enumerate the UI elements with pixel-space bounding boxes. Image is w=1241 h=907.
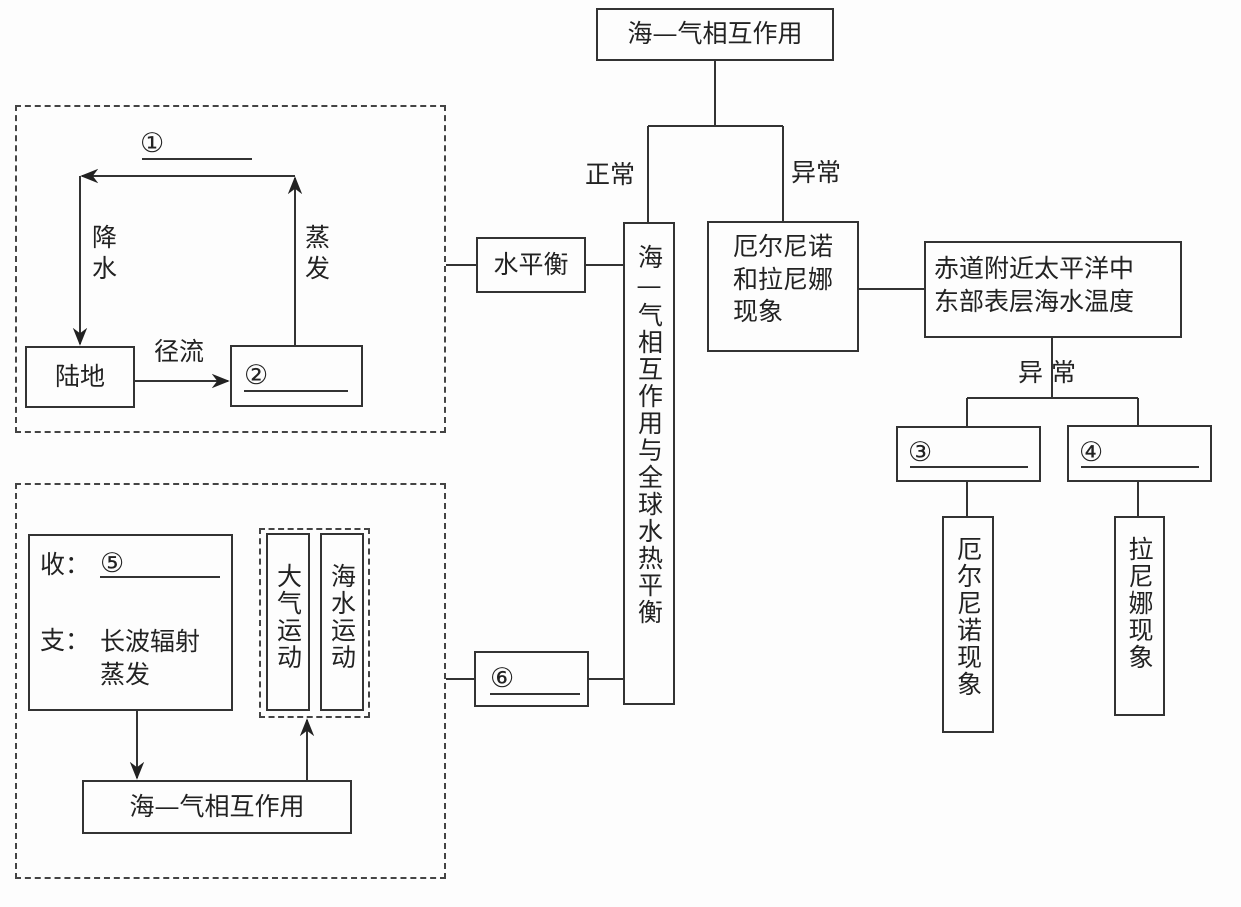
heat-budget-box: 收： ⑤ 支： 长波辐射 蒸发: [28, 534, 233, 711]
atmosphere-motion-box: 大气运动: [266, 533, 310, 711]
enso-box: 厄尔尼诺 和拉尼娜 现象: [707, 221, 859, 352]
water-balance-box: 水平衡: [476, 237, 586, 293]
land-label: 陆地: [54, 361, 105, 391]
land-box: 陆地: [25, 346, 135, 408]
blank-6-number: ⑥: [490, 663, 515, 694]
sst-line-1: 赤道附近太平洋中: [934, 254, 1135, 283]
expense-item-longwave: 长波辐射: [100, 627, 201, 656]
blank-1-number: ①: [140, 128, 165, 159]
evaporation-label: 蒸 发: [305, 222, 330, 285]
bottom-interaction-label: 海—气相互作用: [129, 791, 305, 821]
el-nino-label: 厄尔尼诺现象: [953, 536, 983, 698]
normal-label: 正常: [585, 160, 636, 189]
evaporation-char-1: 蒸: [305, 223, 331, 252]
blank-2-box: ②: [230, 345, 363, 407]
heat-balance-region: [15, 483, 446, 879]
blank-4-box: ④: [1067, 425, 1212, 482]
precipitation-char-1: 降: [92, 223, 118, 252]
blank-4-number: ④: [1079, 437, 1104, 468]
main-balance-box: 海—气相互作用与全球水热平衡: [623, 222, 675, 705]
atmosphere-motion-label: 大气运动: [273, 563, 303, 671]
enso-line-3: 现象: [733, 297, 784, 326]
expense-label: 支：: [40, 626, 91, 655]
enso-line-1: 厄尔尼诺: [733, 232, 834, 261]
income-label: 收：: [40, 550, 91, 579]
blank-3-number: ③: [908, 437, 933, 468]
ocean-motion-box: 海水运动: [320, 533, 364, 711]
sst-box: 赤道附近太平洋中 东部表层海水温度: [924, 241, 1182, 338]
blank-5-line[interactable]: [100, 576, 220, 578]
evaporation-char-2: 发: [305, 254, 331, 284]
water-balance-label: 水平衡: [493, 249, 569, 279]
top-interaction-box: 海—气相互作用: [596, 8, 834, 61]
bottom-interaction-box: 海—气相互作用: [82, 780, 352, 834]
ocean-motion-label: 海水运动: [327, 563, 357, 671]
blank-6-line[interactable]: [490, 693, 580, 695]
la-nina-box: 拉尼娜现象: [1114, 516, 1165, 716]
water-cycle-region: [15, 105, 446, 433]
blank-3-box: ③: [896, 426, 1041, 482]
expense-item-evaporation: 蒸发: [100, 659, 151, 689]
blank-4-line[interactable]: [1081, 466, 1199, 468]
top-interaction-label: 海—气相互作用: [627, 19, 803, 49]
blank-3-line[interactable]: [910, 466, 1028, 468]
sst-abnormal-label: 异 常: [1018, 358, 1076, 387]
blank-2-number: ②: [244, 360, 269, 391]
main-balance-label: 海—气相互作用与全球水热平衡: [634, 244, 664, 626]
blank-1-line[interactable]: [142, 158, 252, 160]
sst-line-2: 东部表层海水温度: [934, 286, 1135, 316]
expense-items: 长波辐射 蒸发: [100, 626, 200, 691]
blank-5-number: ⑤: [100, 548, 125, 579]
abnormal-label: 异常: [791, 158, 842, 187]
runoff-label: 径流: [154, 337, 205, 366]
blank-2-line[interactable]: [244, 390, 348, 392]
el-nino-box: 厄尔尼诺现象: [942, 516, 994, 733]
blank-6-box: ⑥: [474, 651, 589, 707]
la-nina-label: 拉尼娜现象: [1125, 536, 1154, 671]
enso-line-2: 和拉尼娜: [733, 264, 834, 294]
precipitation-label: 降 水: [92, 222, 117, 285]
precipitation-char-2: 水: [92, 254, 118, 284]
motion-group: [259, 528, 370, 718]
